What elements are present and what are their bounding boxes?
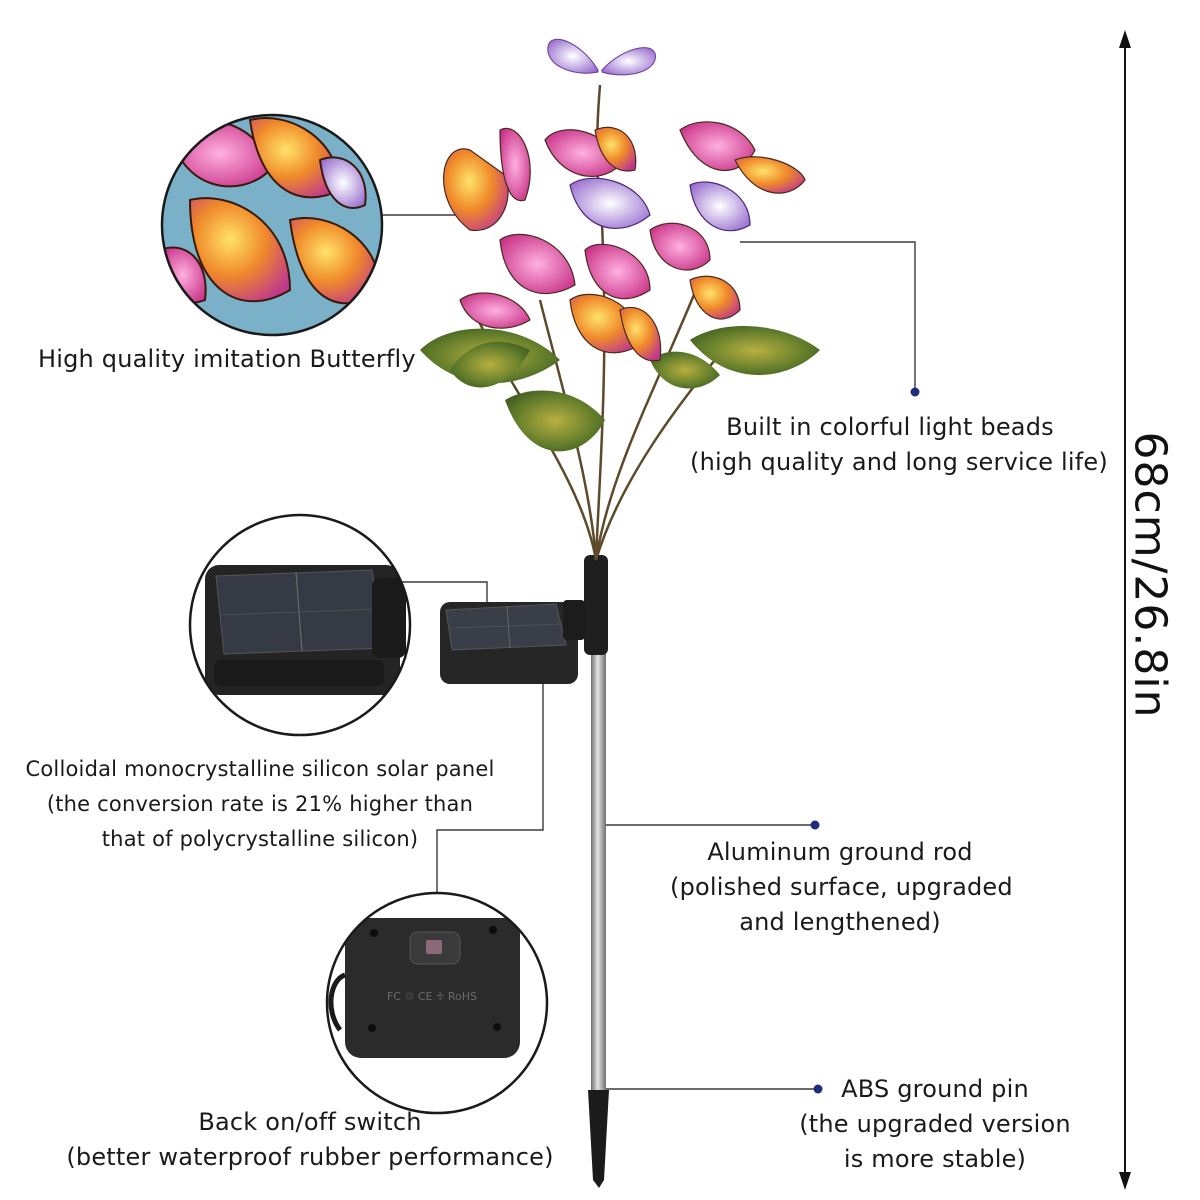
caption-solar-line3: that of polycrystalline silicon) xyxy=(101,827,419,851)
leaves xyxy=(420,326,820,452)
caption-beads-line1: Built in colorful light beads xyxy=(726,413,1054,441)
caption-butterfly: High quality imitation Butterfly xyxy=(38,342,416,377)
caption-solar-line2: (the conversion rate is 21% higher than xyxy=(46,792,474,816)
height-dimension-label: 68cm/26.8in xyxy=(1124,431,1176,719)
height-dimension-arrow xyxy=(1119,30,1131,1190)
butterfly-cluster xyxy=(443,38,806,362)
caption-beads-line2: (high quality and long service life) xyxy=(690,448,1108,476)
caption-ground-rod: Aluminum ground rod (polished surface, u… xyxy=(670,835,1013,940)
caption-solar-line1: Colloidal monocrystalline silicon solar … xyxy=(25,757,495,781)
ground-rod xyxy=(584,555,609,1188)
caption-switch-line1: Back on/off switch xyxy=(198,1108,422,1136)
caption-pin-line2: (the upgraded version xyxy=(799,1110,1071,1138)
butterfly-closeup-circle xyxy=(160,113,384,337)
leader-dots xyxy=(810,387,920,1094)
caption-rod-line3: and lengthened) xyxy=(739,908,941,936)
caption-rod-line1: Aluminum ground rod xyxy=(707,838,973,866)
leader-lines xyxy=(380,214,916,1090)
caption-butterfly-line1: High quality imitation Butterfly xyxy=(38,345,416,373)
caption-solar-panel: Colloidal monocrystalline silicon solar … xyxy=(20,752,500,857)
solar-panel-small xyxy=(440,600,585,684)
caption-pin-line1: ABS ground pin xyxy=(841,1075,1029,1103)
back-switch-closeup-circle: FC ♲ CE ♱ RoHS xyxy=(325,891,549,1115)
caption-light-beads: Built in colorful light beads (high qual… xyxy=(690,410,1108,480)
caption-pin-line3: is more stable) xyxy=(843,1145,1027,1173)
solar-panel-closeup-circle xyxy=(188,513,412,737)
caption-rod-line2: (polished surface, upgraded xyxy=(670,873,1013,901)
caption-switch-line2: (better waterproof rubber performance) xyxy=(66,1143,554,1171)
caption-back-switch: Back on/off switch (better waterproof ru… xyxy=(60,1105,560,1175)
back-marks-text: FC ♲ CE ♱ RoHS xyxy=(387,990,477,1003)
caption-ground-pin: ABS ground pin (the upgraded version is … xyxy=(790,1072,1080,1177)
